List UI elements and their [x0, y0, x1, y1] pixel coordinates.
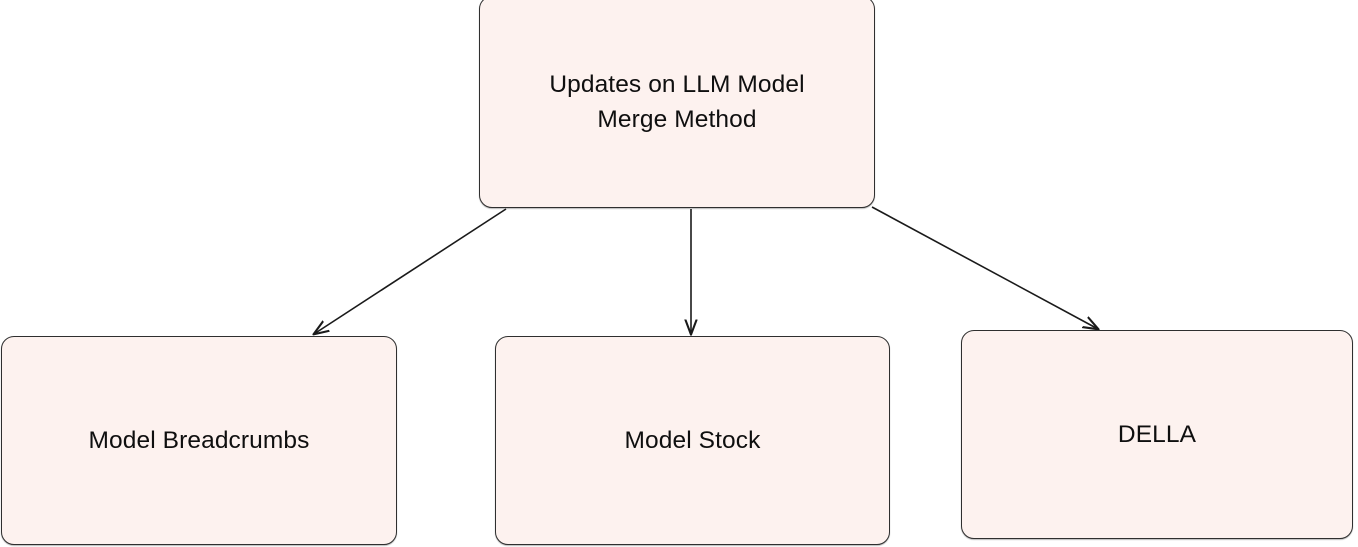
edge-root-to-breadcrumbs	[314, 208, 507, 334]
node-model-stock-label: Model Stock	[624, 427, 761, 454]
node-model-breadcrumbs-label: Model Breadcrumbs	[88, 427, 310, 454]
node-root[interactable]: Updates on LLM Model Merge Method	[479, 0, 875, 208]
node-model-breadcrumbs[interactable]: Model Breadcrumbs	[1, 336, 397, 545]
node-root-label: Updates on LLM Model Merge Method	[549, 71, 805, 133]
node-della[interactable]: DELLA	[961, 330, 1353, 539]
node-della-label: DELLA	[1117, 421, 1197, 448]
node-model-stock[interactable]: Model Stock	[495, 336, 890, 545]
edge-root-to-della	[871, 206, 1098, 329]
